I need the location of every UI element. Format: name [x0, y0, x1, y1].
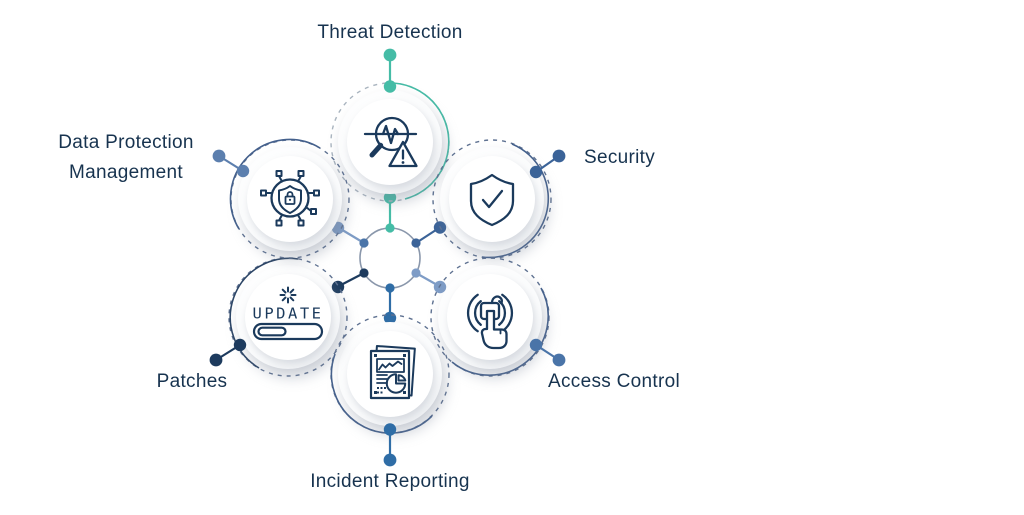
node-data-protection-management [212, 138, 350, 259]
connector-incident-label [383, 423, 397, 467]
vertex-dot-lower-left [359, 268, 369, 278]
label-data-protection-management: Data Protection Management [58, 132, 194, 183]
connector-security-label [529, 149, 566, 179]
vertex-dot-upper-right [411, 238, 421, 248]
label-access-control: Access Control [548, 371, 680, 392]
accent-arc [229, 257, 299, 369]
update-progress-icon: UPDATE [253, 286, 324, 341]
accent-arc [451, 287, 549, 376]
spinner-icon [279, 286, 297, 304]
label-patches: Patches [156, 371, 228, 392]
hub-ring [359, 227, 421, 289]
dashed-ring [230, 139, 350, 259]
label-incident-reporting: Incident Reporting [310, 471, 470, 492]
node-incident-reporting [330, 314, 450, 467]
accent-arc [229, 138, 321, 230]
accent-arc [330, 353, 433, 434]
magnifier-threat-warning-icon [363, 116, 418, 168]
touch-unlock-icon [466, 293, 514, 350]
shield-check-icon [469, 173, 515, 227]
vertex-dot-upper-left [359, 238, 369, 248]
edge-dot-threat [383, 191, 397, 204]
edge-dots [331, 191, 447, 325]
label-security: Security [584, 147, 656, 168]
dashed-ring [228, 257, 348, 377]
connector-dataprot-label [212, 149, 250, 178]
accent-arc [481, 143, 550, 259]
connector-threat-label [383, 48, 397, 93]
hub-vertex-dots [359, 223, 421, 293]
node-patches: UPDATE [209, 257, 348, 377]
connector-patches-label [209, 338, 247, 367]
vertex-dot-top [385, 223, 395, 233]
central-hub [331, 191, 447, 325]
node-security [432, 139, 566, 259]
update-label: UPDATE [253, 305, 324, 323]
circuit-shield-lock-icon [260, 170, 320, 227]
vertex-dot-bottom [385, 283, 395, 293]
edge-dot-patches [331, 280, 345, 294]
report-charts-icon [369, 345, 416, 400]
node-threat-detection [330, 48, 450, 202]
accent-arc [389, 82, 450, 200]
label-threat-detection: Threat Detection [317, 22, 463, 43]
vertex-dot-lower-right [411, 268, 421, 278]
node-disc-inner [449, 156, 535, 242]
hub-spokes [338, 198, 440, 317]
node-access-control [430, 257, 566, 377]
connector-access-label [529, 338, 566, 367]
